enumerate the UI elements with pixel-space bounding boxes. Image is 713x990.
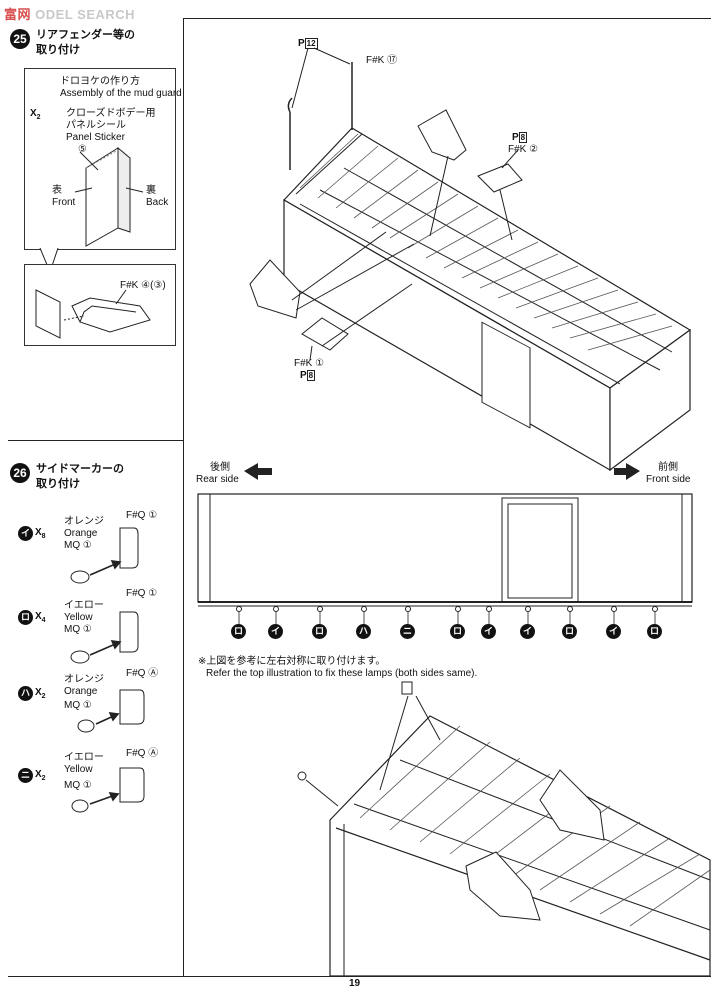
- lamp-mark: イ: [520, 624, 535, 639]
- note-en: Refer the top illustration to fix these …: [206, 668, 478, 679]
- inset-title-jp: ドロヨケの作り方: [60, 76, 140, 87]
- step-25-title-2: 取り付け: [36, 44, 80, 56]
- marker-color-en: Yellow: [64, 612, 93, 623]
- marker-mq: MQ ①: [64, 780, 92, 791]
- sticker-num: ⑤: [78, 144, 87, 155]
- sticker-jp-2: パネルシール: [66, 120, 126, 131]
- marker-color-en: Orange: [64, 686, 98, 697]
- back-jp: 裏: [146, 185, 156, 196]
- front-en: Front: [52, 197, 76, 208]
- lamp-mark: イ: [268, 624, 283, 639]
- step-26-title-1: サイドマーカーの: [36, 463, 124, 475]
- page-number: 19: [349, 978, 361, 989]
- marker-mq: MQ ①: [64, 540, 92, 551]
- marker-count: X2: [35, 769, 46, 782]
- fk17-label: F#K ⑰: [366, 55, 398, 66]
- marker-mark: イ: [18, 526, 33, 541]
- fk2-label: F#K ②: [508, 144, 539, 155]
- marker-mq: MQ ①: [64, 624, 92, 635]
- marker-color-en: Yellow: [64, 764, 93, 775]
- rear-en: Rear side: [196, 474, 239, 485]
- front-side-en: Front side: [646, 474, 691, 485]
- section-divider: [8, 440, 183, 441]
- sticker-en: Panel Sticker: [66, 132, 125, 143]
- x-count-mark: X2: [30, 108, 41, 121]
- note-jp: ※上図を参考に左右対称に取り付けます。: [198, 656, 386, 667]
- marker-fq: F#Q ①: [126, 510, 158, 521]
- lamp-mark: イ: [606, 624, 621, 639]
- marker-mark: ニ: [18, 768, 33, 783]
- watermark: 富网 ODEL SEARCH: [4, 4, 135, 23]
- lamp-mark: ハ: [356, 624, 371, 639]
- marker-fq: F#Q Ⓐ: [126, 748, 159, 759]
- marker-count: X4: [35, 611, 46, 624]
- marker-row: ハ X2 オレンジ Orange MQ ① F#Q Ⓐ: [0, 668, 183, 750]
- step-25-title-1: リアフェンダー等の: [36, 29, 135, 41]
- lamp-marks-row: ロ イ ロ ハ ニ ロ イ イ ロ イ ロ: [0, 624, 713, 642]
- marker-row: イ X8 オレンジ Orange MQ ① F#Q ①: [0, 500, 183, 582]
- front-side-jp: 前側: [658, 462, 678, 473]
- marker-mark: ハ: [18, 686, 33, 701]
- marker-color-jp: イエロー: [64, 600, 104, 611]
- marker-row: ロ X4 イエロー Yellow MQ ① F#Q ①: [0, 584, 183, 666]
- inset-title-en: Assembly of the mud guard: [60, 88, 182, 99]
- back-en: Back: [146, 197, 169, 208]
- marker-color-jp: オレンジ: [64, 674, 104, 685]
- step-26-number: 26: [10, 463, 30, 483]
- inset-part-label: F#K ④(③): [120, 280, 166, 291]
- watermark-text: ODEL SEARCH: [35, 7, 136, 22]
- fk1-label: F#K ①: [294, 358, 325, 369]
- marker-color-jp: オレンジ: [64, 516, 104, 527]
- step-25-number: 25: [10, 29, 30, 49]
- column-divider: [183, 18, 184, 976]
- sticker-jp-1: クローズドボデー用: [66, 108, 156, 119]
- marker-color-jp: イエロー: [64, 752, 104, 763]
- lamp-mark: イ: [481, 624, 496, 639]
- watermark-cjk-2: 网: [17, 7, 32, 22]
- rear-jp: 後側: [210, 462, 230, 473]
- marker-count: X2: [35, 687, 46, 700]
- lamp-mark: ロ: [647, 624, 662, 639]
- top-rule: [183, 18, 711, 19]
- lamp-mark: ロ: [231, 624, 246, 639]
- marker-row: ニ X2 イエロー Yellow MQ ① F#Q Ⓐ: [0, 748, 183, 832]
- watermark-cjk: 富: [4, 7, 18, 22]
- lamp-mark: ニ: [400, 624, 415, 639]
- marker-fq: F#Q ①: [126, 588, 158, 599]
- marker-list: イ X8 オレンジ Orange MQ ① F#Q ① ロ X4 イエロー Ye…: [0, 500, 183, 830]
- marker-mark: ロ: [18, 610, 33, 625]
- marker-color-en: Orange: [64, 528, 98, 539]
- marker-mq: MQ ①: [64, 700, 92, 711]
- lamp-mark: ロ: [562, 624, 577, 639]
- front-jp: 表: [52, 185, 62, 196]
- marker-fq: F#Q Ⓐ: [126, 668, 159, 679]
- step-26-title-2: 取り付け: [36, 478, 80, 490]
- lamp-mark: ロ: [450, 624, 465, 639]
- marker-count: X8: [35, 527, 46, 540]
- lamp-mark: ロ: [312, 624, 327, 639]
